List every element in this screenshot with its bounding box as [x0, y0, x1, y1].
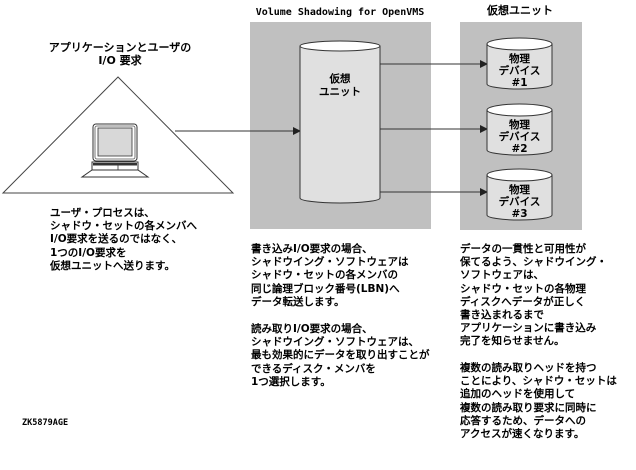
figure-id: ZK5879AGE — [22, 418, 69, 428]
write-io-description: 書き込みI/O要求の場合、 シャドウイング・ソフトウェアは シャドウ・セットの各… — [251, 243, 409, 308]
consistency-description: データの一貫性と可用性が 保てるよう、シャドウイング・ ソフトウェアは、 シャド… — [460, 243, 607, 348]
physical-device-cylinder-2 — [486, 103, 553, 156]
physical-device-1-label: 物理 デバイス #1 — [498, 53, 541, 89]
multiple-heads-description: 複数の読み取りヘッドを持つ ことにより、シャドウ・セットは 追加のヘッドを使用し… — [460, 362, 617, 441]
physical-device-2-label: 物理 デバイス #2 — [498, 119, 541, 155]
physical-device-cylinder-1 — [486, 37, 553, 90]
volume-shadowing-title: Volume Shadowing for OpenVMS — [255, 7, 425, 18]
computer-icon — [80, 123, 150, 178]
virtual-unit-cylinder — [299, 40, 381, 204]
physical-device-3-label: 物理 デバイス #3 — [498, 184, 541, 220]
app-io-title: アプリケーションとユーザの I/O 要求 — [48, 41, 192, 68]
virtual-unit-label: 仮想 ユニット — [319, 73, 361, 98]
read-io-description: 読み取りI/O要求の場合、 シャドウイング・ソフトウェアは、 最も効果的にデータ… — [251, 323, 430, 388]
virtual-unit-header: 仮想ユニット — [487, 4, 553, 17]
user-process-description: ユーザ・プロセスは、 シャドウ・セットの各メンバへ I/O要求を送るのではなく、… — [50, 207, 197, 272]
physical-device-cylinder-3 — [486, 168, 553, 221]
